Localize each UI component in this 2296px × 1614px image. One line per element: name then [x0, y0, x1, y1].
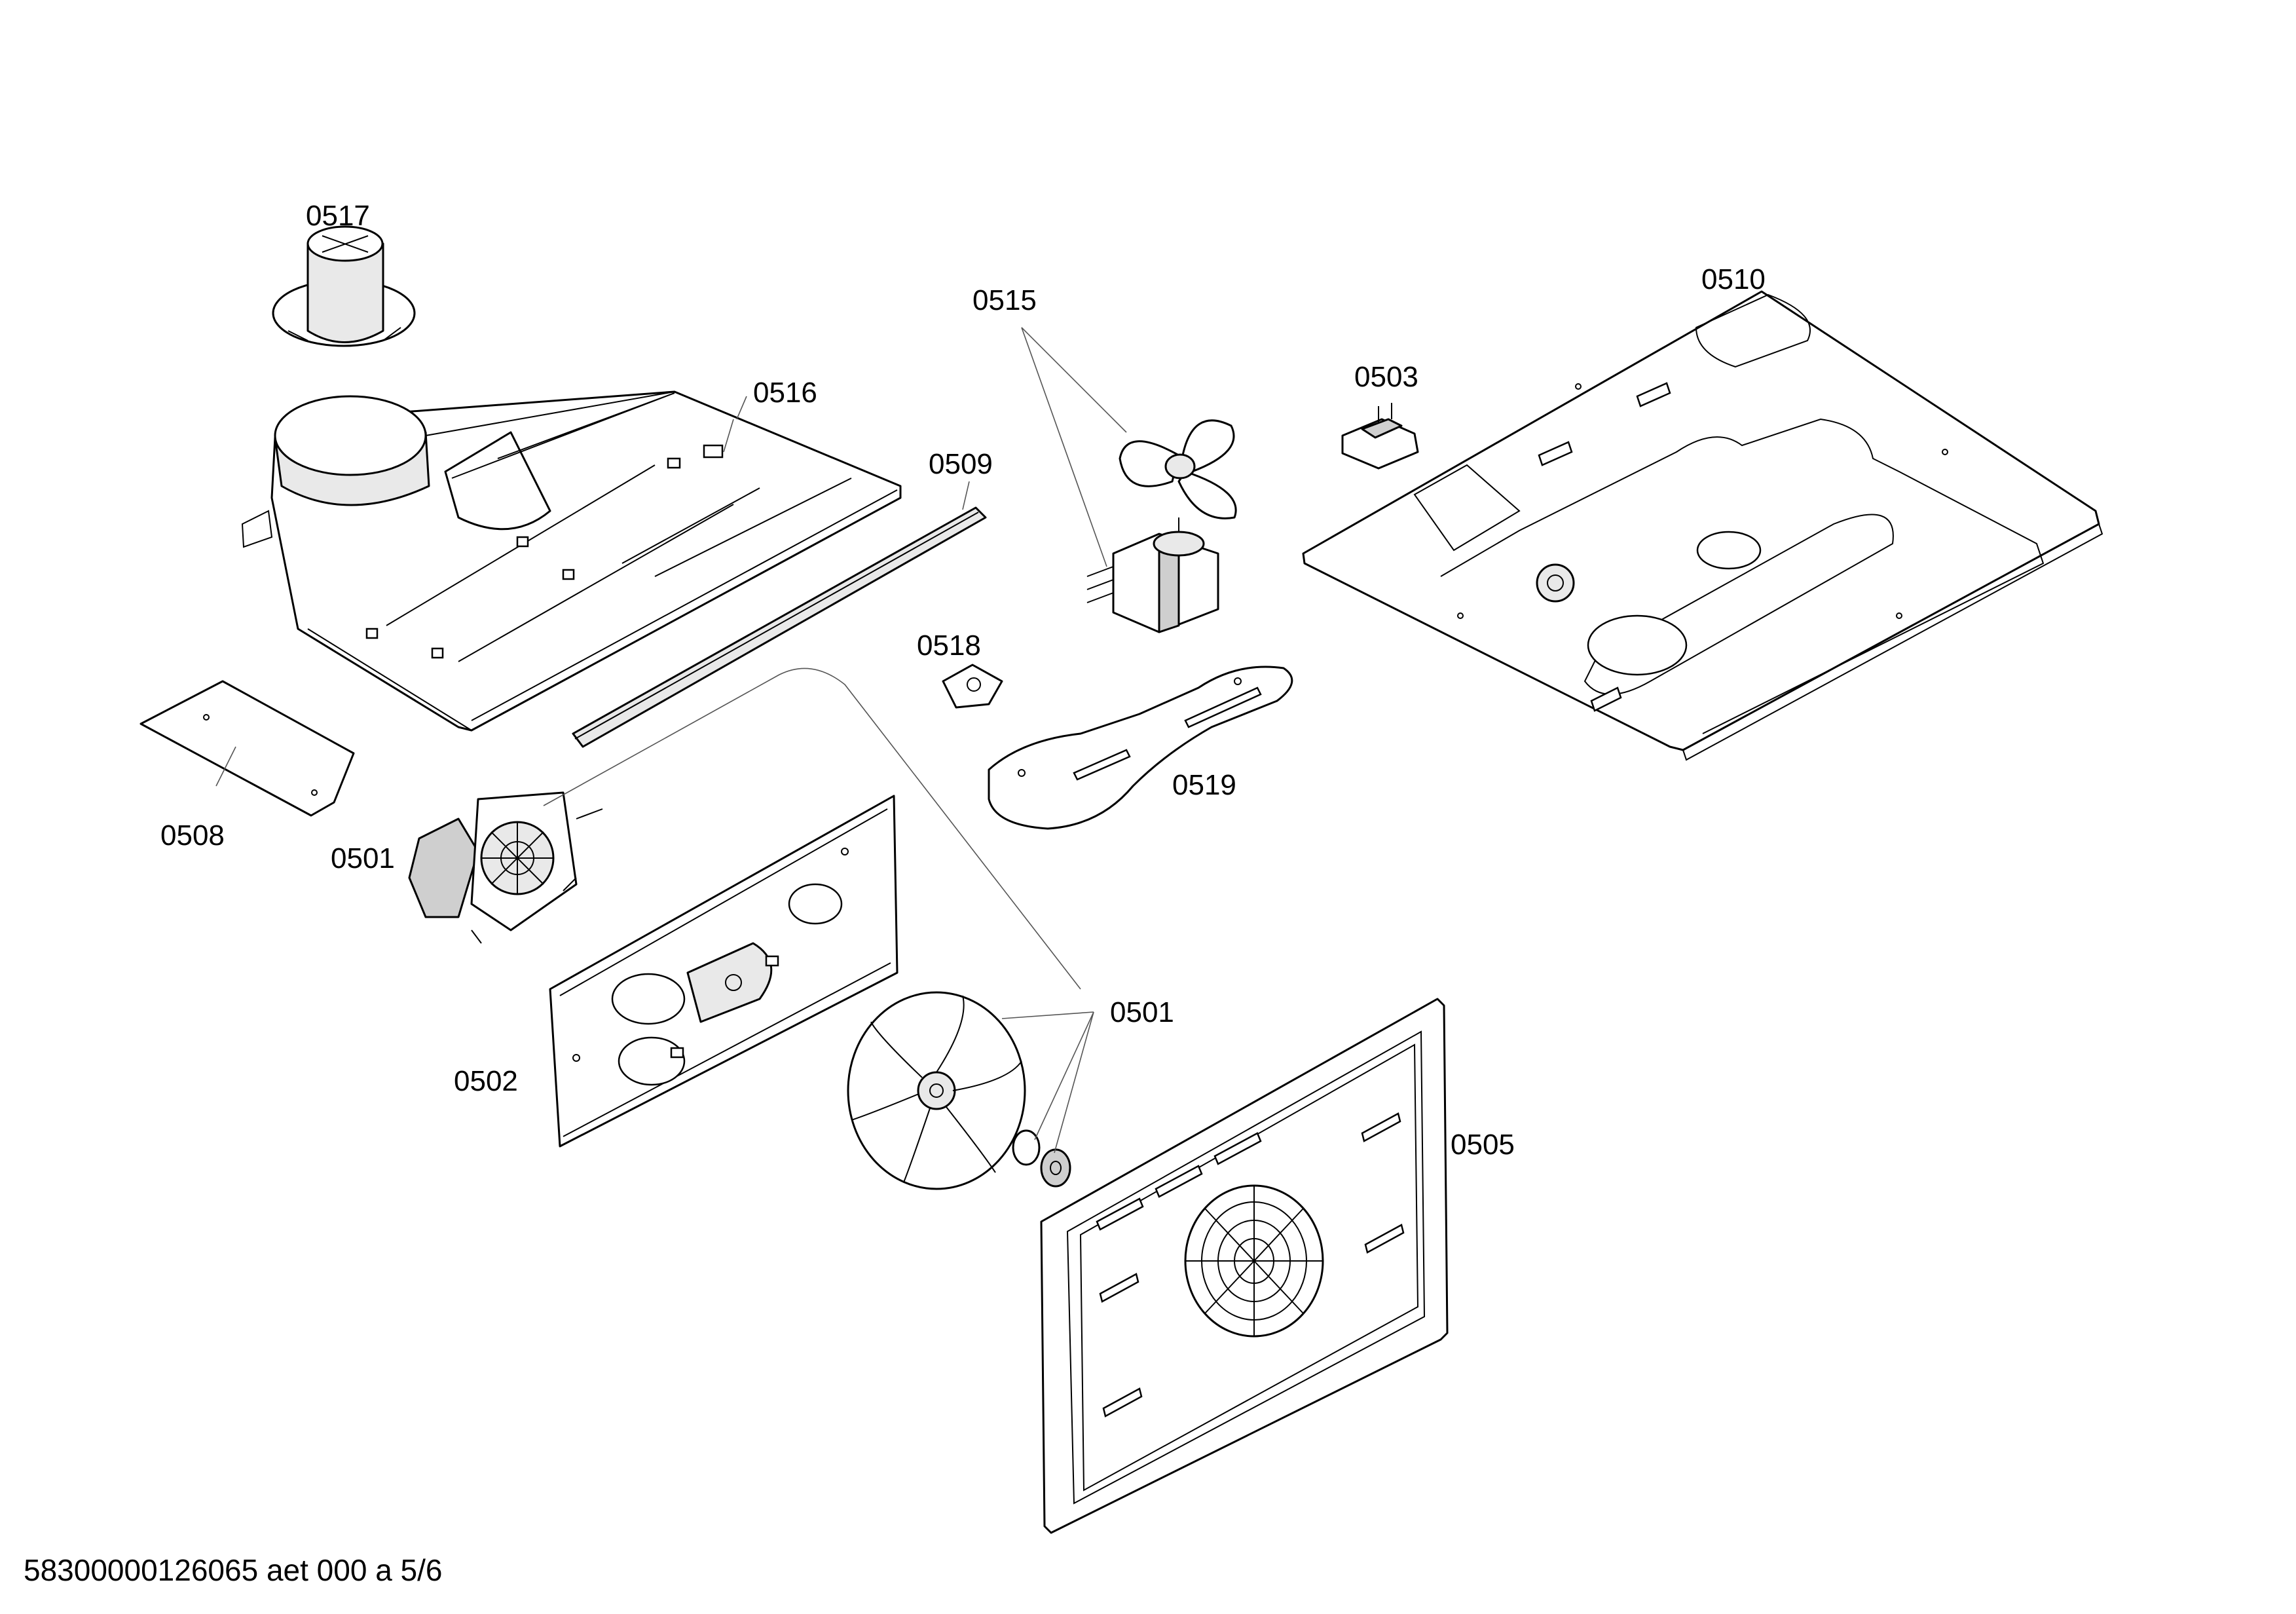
part-0518-bracket [942, 664, 1003, 709]
part-0501-fan-motor [408, 791, 603, 944]
label-0501-fan: 0501 [1110, 996, 1174, 1028]
label-0502: 0502 [454, 1065, 518, 1097]
label-0517: 0517 [306, 200, 370, 232]
label-0501-motor: 0501 [331, 842, 395, 874]
label-0515: 0515 [972, 284, 1037, 316]
label-0516: 0516 [753, 377, 817, 409]
part-0519-mounting-plate [988, 666, 1293, 830]
label-0509: 0509 [929, 448, 993, 480]
part-0508-plate [139, 680, 355, 817]
leader-lines [215, 327, 1127, 1154]
part-0502-rear-panel [549, 795, 898, 1148]
label-0505: 0505 [1451, 1129, 1515, 1161]
callout-labels: 0517 0515 0510 0503 0516 0509 0518 0519 … [160, 200, 1766, 1161]
part-0515-cooling-fan [1086, 419, 1237, 633]
part-0505-back-wall [1040, 998, 1449, 1534]
part-0517-outlet-cylinder [272, 225, 416, 347]
label-0508: 0508 [160, 819, 225, 852]
part-0516-air-duct [241, 390, 902, 732]
part-0510-top-cover [1302, 290, 2103, 761]
label-0519: 0519 [1172, 769, 1236, 801]
label-0510: 0510 [1701, 263, 1766, 295]
document-code: 58300000126065 aet 000 a 5/6 [24, 1553, 443, 1587]
label-0518: 0518 [917, 629, 981, 662]
part-0501-fan-wheel [847, 991, 1071, 1190]
label-0503: 0503 [1354, 361, 1418, 393]
part-0503-thermostat [1341, 403, 1419, 470]
part-0509-strip [572, 506, 987, 748]
